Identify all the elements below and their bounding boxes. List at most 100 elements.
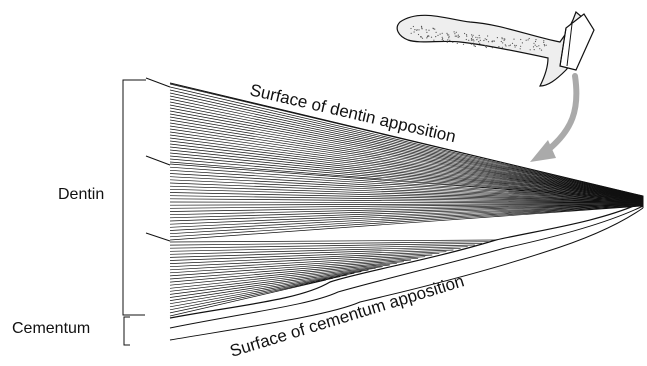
curved-arrow-icon (530, 76, 576, 162)
stipple-dot (473, 43, 474, 44)
stipple-dot (513, 39, 514, 40)
stipple-dot (459, 36, 460, 37)
stipple-dot (446, 33, 447, 34)
stipple-dot (497, 37, 498, 38)
stipple-dot (520, 39, 521, 40)
stipple-dot (508, 45, 509, 46)
stipple-dot (479, 43, 480, 44)
stipple-dot (479, 37, 480, 38)
stipple-dot (486, 47, 487, 48)
stipple-dot (447, 39, 448, 40)
stipple-dot (477, 37, 478, 38)
stipple-dot (443, 40, 444, 41)
stipple-dot (457, 43, 458, 44)
stipple-dot (475, 37, 476, 38)
cementum-label: Cementum (12, 320, 90, 338)
stipple-dot (546, 45, 547, 46)
stipple-dot (466, 34, 467, 35)
stipple-dot (471, 39, 472, 40)
stipple-dot (492, 41, 493, 42)
stipple-dot (476, 39, 477, 40)
stipple-dot (442, 37, 443, 38)
stipple-dot (420, 36, 421, 37)
stipple-dot (528, 39, 529, 40)
stipple-dot (466, 39, 467, 40)
stipple-dot (442, 33, 443, 34)
stipple-dot (454, 31, 455, 32)
stipple-dot (544, 44, 545, 45)
stipple-dot (522, 42, 523, 43)
stipple-dot (456, 36, 457, 37)
stipple-dot (505, 45, 506, 46)
stipple-dot (447, 34, 448, 35)
stipple-dot (428, 30, 429, 31)
stipple-dot (541, 50, 542, 51)
dentin-tubule-line (170, 273, 354, 303)
stipple-dot (455, 36, 456, 37)
stipple-dot (502, 38, 503, 39)
increment-marker (146, 233, 170, 241)
stipple-dot (432, 28, 433, 29)
stipple-dot (478, 41, 479, 42)
stipple-dot (504, 39, 505, 40)
stipple-dot (501, 41, 502, 42)
dentin-label: Dentin (58, 186, 104, 204)
stipple-dot (414, 31, 415, 32)
dentin-tubule-line (170, 280, 326, 316)
increment-marker (146, 156, 170, 165)
stipple-dot (431, 37, 432, 38)
stipple-dot (414, 29, 415, 30)
dentin-tubule-line (170, 278, 333, 313)
increment-marker (146, 78, 170, 87)
stipple-dot (464, 33, 465, 34)
stipple-dot (485, 46, 486, 47)
stipple-dot (452, 42, 453, 43)
stipple-dot (498, 46, 499, 47)
stipple-dot (471, 34, 472, 35)
dentin-tubule-line (170, 242, 489, 245)
stipple-dot (422, 38, 423, 39)
stipple-dot (463, 44, 464, 45)
stipple-dot (473, 39, 474, 40)
stipple-dot (480, 40, 481, 41)
stipple-dot (526, 40, 527, 41)
stipple-dot (426, 37, 427, 38)
stipple-dot (454, 33, 455, 34)
dentin-incremental-band-middle (170, 164, 643, 240)
stipple-dot (538, 45, 539, 46)
stipple-dot (471, 38, 472, 39)
dentin-tubule-line (170, 206, 643, 234)
stipple-dot (493, 40, 494, 41)
dentin-tubule-line (170, 240, 496, 242)
dentin-tubule-line (170, 138, 643, 199)
dentin-surface-label: Surface of dentin apposition (248, 80, 458, 146)
dentin-tubule-line (170, 87, 643, 196)
stipple-dot (428, 35, 429, 36)
stipple-dot (533, 46, 534, 47)
stipple-dot (543, 42, 544, 43)
stipple-dot (447, 42, 448, 43)
stipple-dot (410, 28, 411, 29)
cementum-bracket (124, 317, 130, 345)
stipple-dot (502, 47, 503, 48)
stipple-dot (512, 43, 513, 44)
stipple-dot (448, 37, 449, 38)
stipple-dot (535, 45, 536, 46)
stipple-dot (458, 37, 459, 38)
stipple-dot (433, 40, 434, 41)
stipple-dot (485, 38, 486, 39)
stipple-dot (474, 45, 475, 46)
tooth-cross-section-icon (397, 12, 594, 86)
stipple-dot (534, 49, 535, 50)
stipple-dot (536, 46, 537, 47)
stipple-dot (515, 46, 516, 47)
stipple-dot (437, 35, 438, 36)
stipple-dot (505, 44, 506, 45)
stipple-dot (514, 45, 515, 46)
stipple-dot (458, 35, 459, 36)
stipple-dot (529, 38, 530, 39)
stipple-dot (435, 36, 436, 37)
stipple-dot (473, 35, 474, 36)
